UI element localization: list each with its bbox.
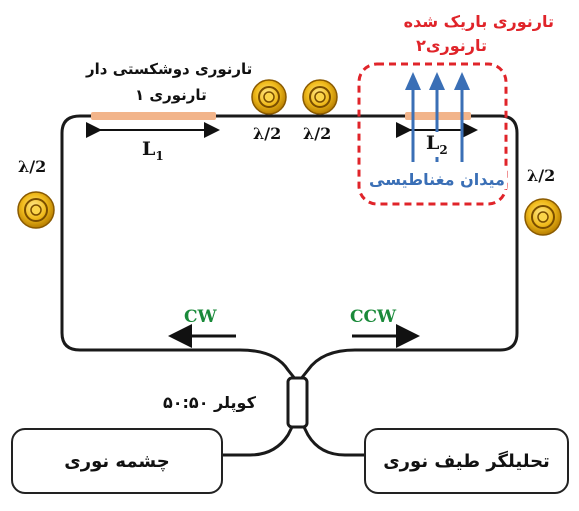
coupler-lead-left	[222, 424, 295, 457]
lambda-half-label: λ/2	[527, 166, 556, 185]
magnetic-region-box	[357, 62, 508, 206]
fiber-2-label: تارنوری۲	[416, 36, 487, 55]
birefringent-fiber-label: تارنوری دوشکستی دار	[86, 60, 253, 78]
lambda-half-label: λ/2	[253, 124, 282, 143]
l2-label: L2	[425, 132, 449, 157]
lambda-half-label: λ/2	[303, 124, 332, 143]
half-wave-plate-icon	[302, 79, 338, 115]
magnetic-field-label: میدان مغناطیسی	[367, 170, 507, 189]
magnetic-field-arrows	[405, 72, 470, 162]
half-wave-plate-icon	[17, 191, 55, 229]
half-wave-plate-icon	[251, 79, 287, 115]
light-source-box: چشمه نوری	[11, 428, 223, 494]
coupler-lead-right	[301, 424, 365, 457]
light-source-label: چشمه نوری	[64, 450, 170, 472]
spectrum-analyzer-box: تحلیلگر طیف نوری	[364, 428, 569, 494]
l1-label: L1	[142, 138, 164, 163]
ccw-label: CCW	[350, 307, 397, 327]
cw-label: CW	[184, 307, 217, 327]
fiber-1-label: تارنوری ۱	[135, 86, 207, 104]
coupler-body	[286, 376, 309, 429]
fiber-1-segment	[91, 112, 216, 120]
spectrum-analyzer-label: تحلیلگر طیف نوری	[383, 450, 550, 472]
half-wave-plate-icon	[524, 198, 562, 236]
fiber-loop	[60, 114, 519, 381]
coupler-label: کوپلر ۵۰:۵۰	[163, 393, 256, 412]
tapered-fiber-label: تارنوری باریک شده	[403, 12, 554, 31]
lambda-half-label: λ/2	[18, 157, 47, 176]
